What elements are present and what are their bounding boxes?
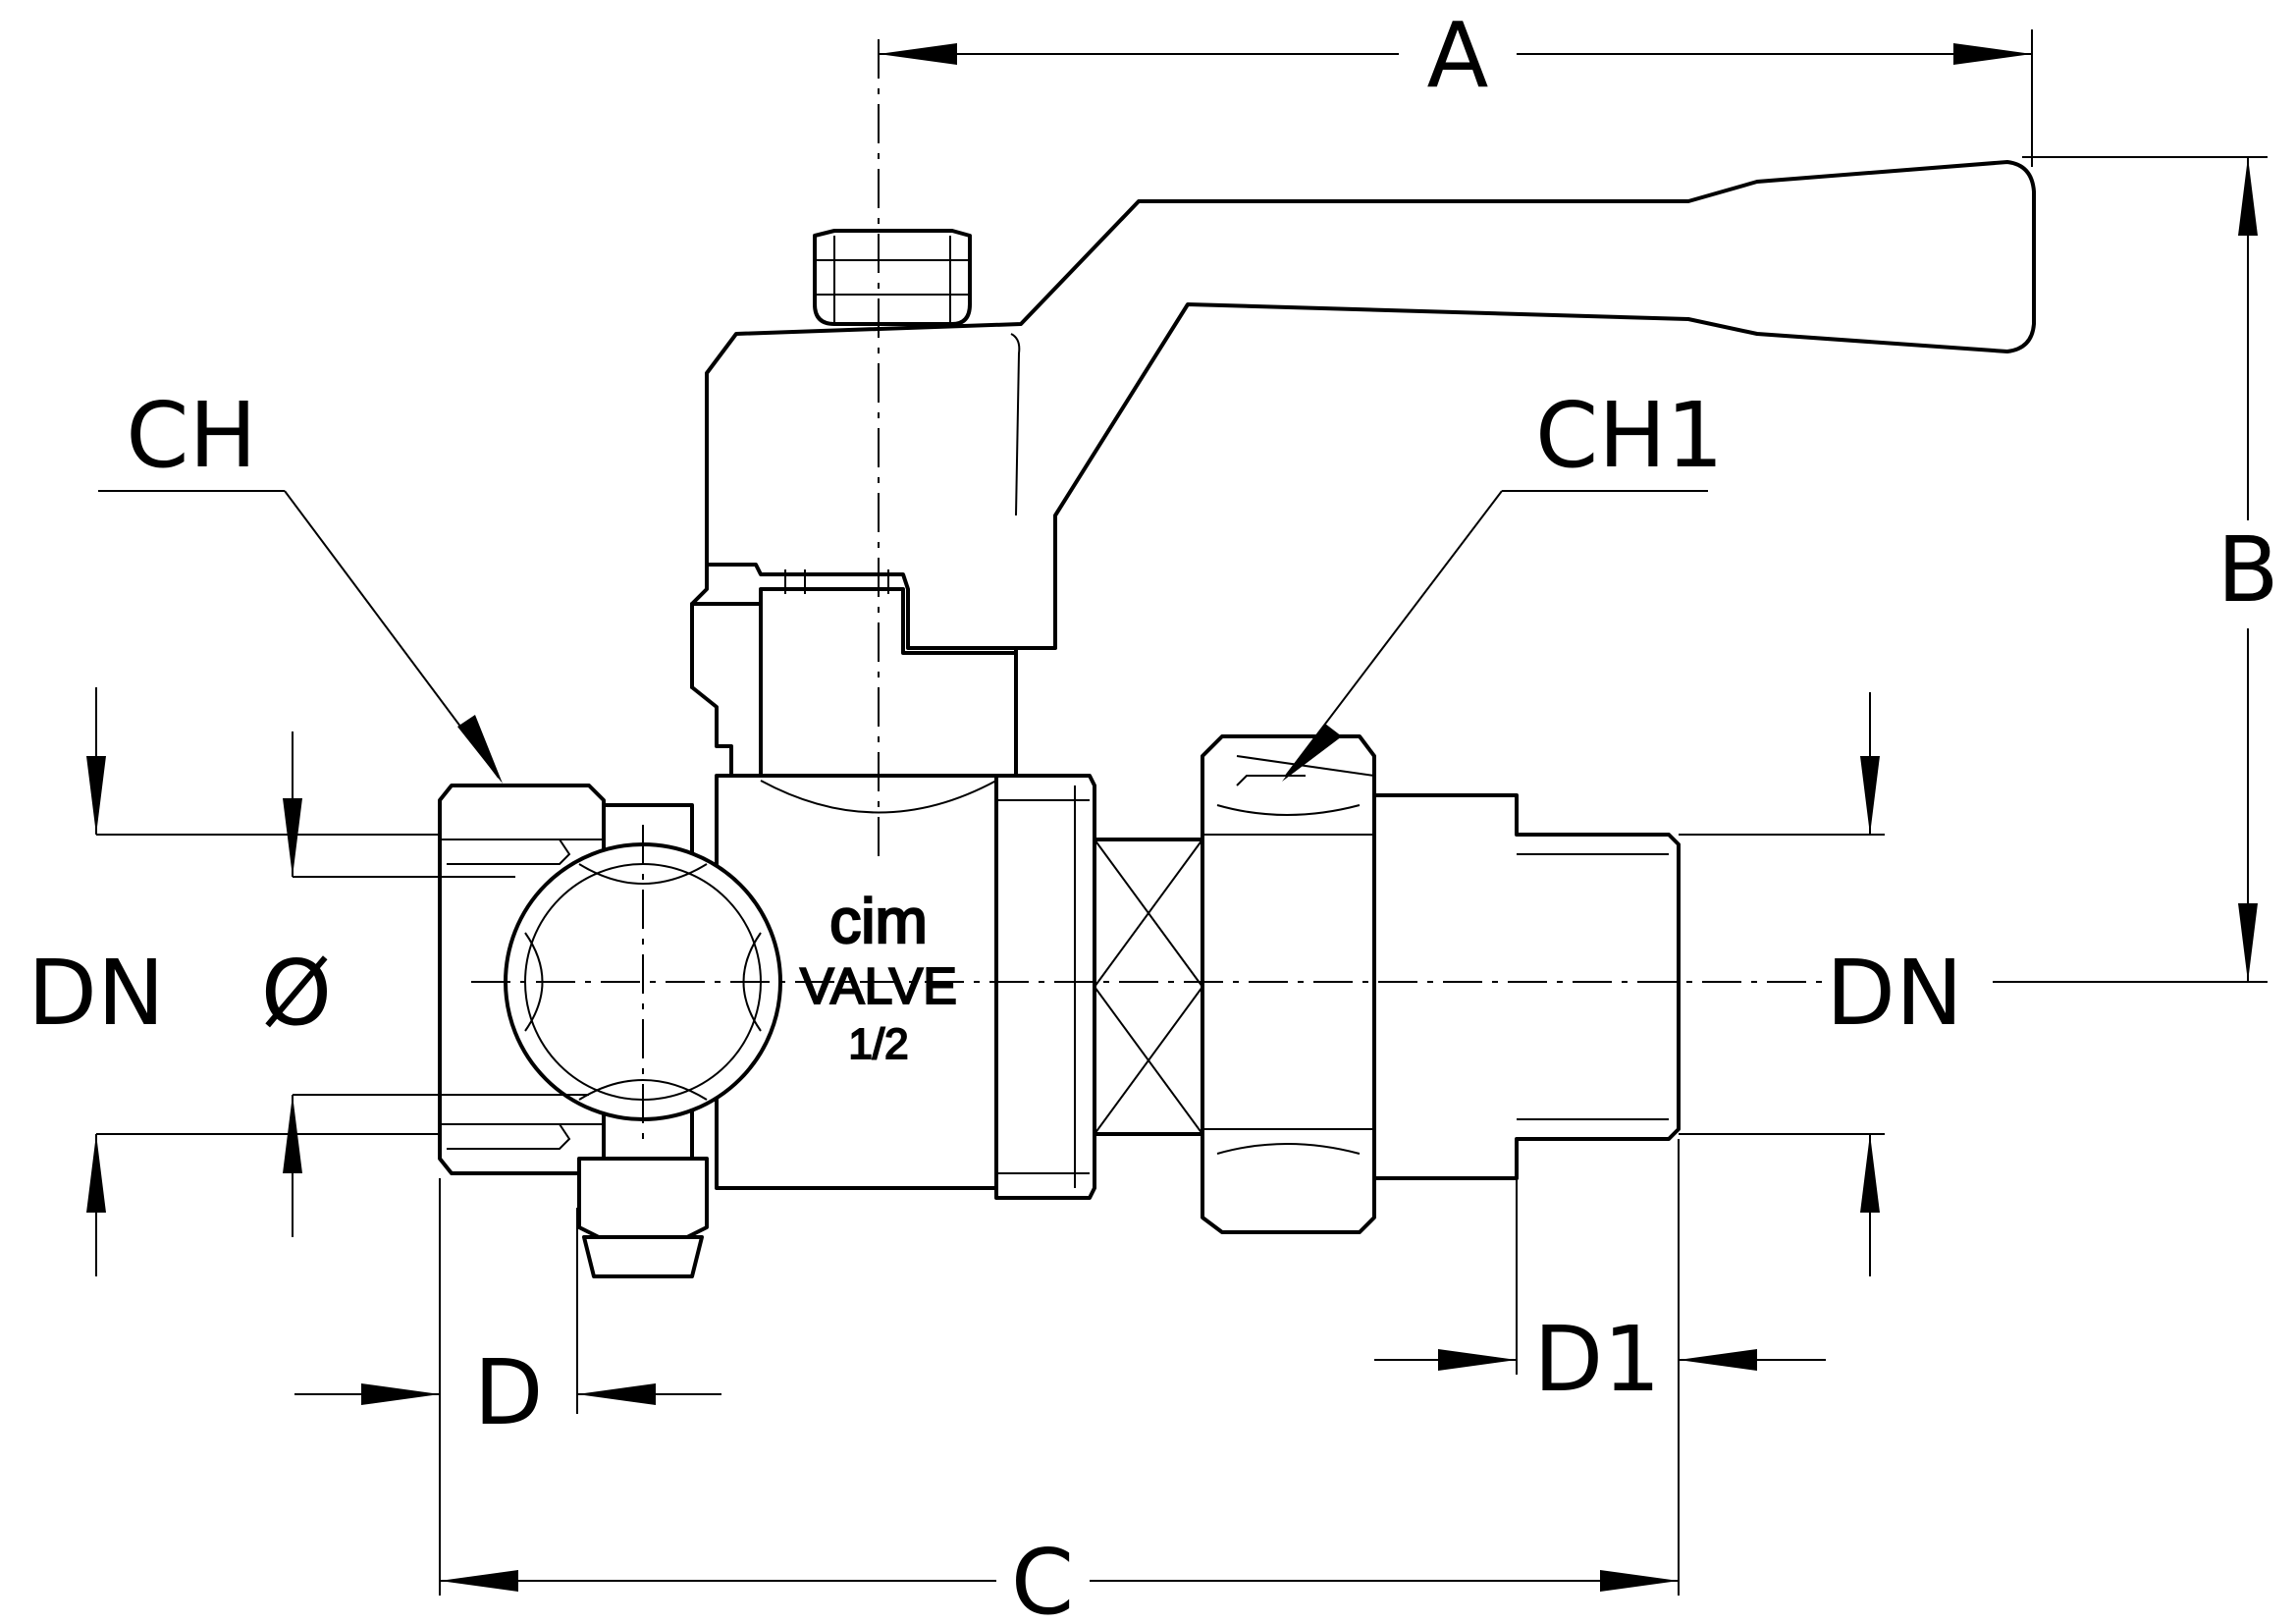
body-marking: cim VALVE 1/2 xyxy=(799,885,958,1069)
label-dn-left: DN xyxy=(27,941,165,1046)
body-collar xyxy=(994,774,1096,1200)
lever-handle xyxy=(705,160,2036,650)
label-d1: D1 xyxy=(1533,1307,1660,1412)
label-ch1: CH1 xyxy=(1535,383,1724,488)
stem-nut xyxy=(813,229,972,326)
brand-mark: cim xyxy=(829,886,928,956)
valve-mark: VALVE xyxy=(800,958,957,1015)
male-threaded-end xyxy=(1372,793,1681,1180)
dimension-lines xyxy=(86,29,2268,1596)
label-b: B xyxy=(2216,517,2278,623)
dimension-labels: A B C D D1 CH CH1 DN Ø DN xyxy=(27,3,2278,1624)
union-sleeve xyxy=(1093,838,1204,1136)
label-d: D xyxy=(474,1340,544,1445)
center-lines xyxy=(471,39,1826,1139)
size-mark: 1/2 xyxy=(848,1020,908,1068)
label-ch: CH xyxy=(126,383,256,488)
label-c: C xyxy=(1011,1530,1074,1624)
label-dn-right: DN xyxy=(1826,941,1963,1046)
label-a: A xyxy=(1427,3,1489,108)
union-hex-nut-ch1 xyxy=(1201,734,1376,1234)
label-diameter: Ø xyxy=(261,941,332,1046)
